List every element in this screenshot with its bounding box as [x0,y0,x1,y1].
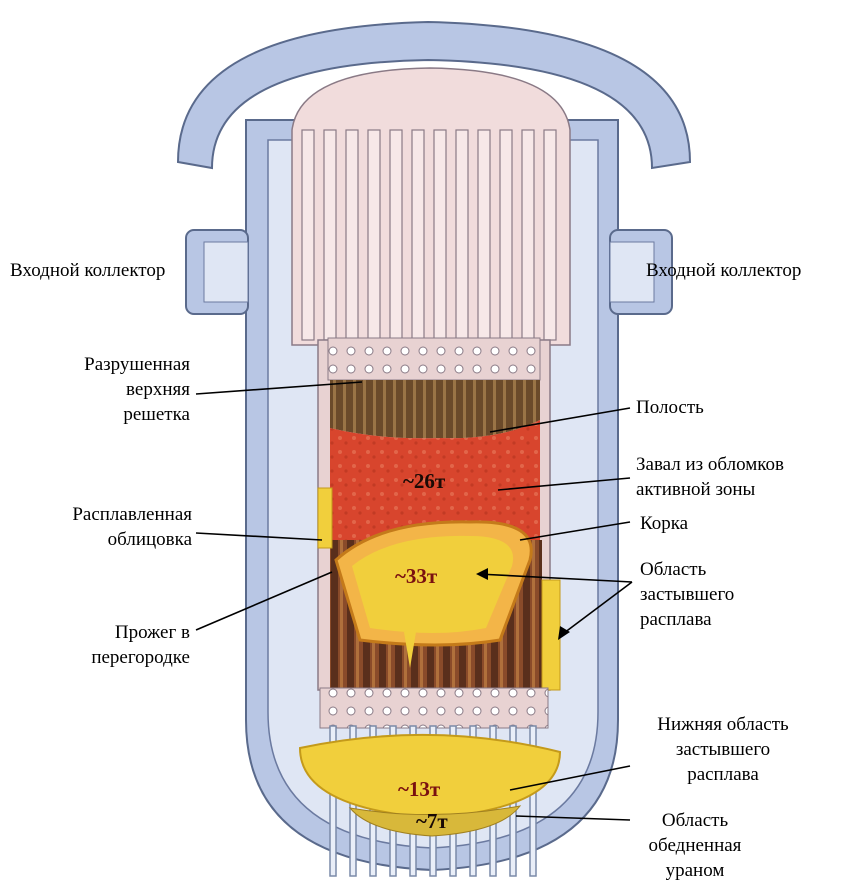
mass-debris: ~26т [403,469,446,493]
label-inlet-left: Входной коллектор [10,258,165,283]
label-debris: Завал из обломков активной зоны [636,452,784,502]
guide-tube [500,130,512,340]
guide-tube [324,130,336,340]
label-upper-grid: Разрушенная верхняя решетка [40,352,190,427]
guide-tube [412,130,424,340]
label-inlet-right: Входной коллектор [646,258,801,283]
guide-tube [522,130,534,340]
guide-tube [456,130,468,340]
guide-tube [390,130,402,340]
guide-tube [346,130,358,340]
guide-tube [434,130,446,340]
guide-tube [544,130,556,340]
baffle-solidified [542,580,560,690]
upper-grid-plate [328,338,540,380]
label-depleted-region: Область обедненная ураном [620,808,770,883]
label-solidified-region: Область застывшего расплава [640,557,734,632]
guide-tube [302,130,314,340]
mass-lower: ~13т [398,777,441,801]
label-lower-solidified: Нижняя область застывшего расплава [628,712,818,787]
guide-tube [368,130,380,340]
upper-internals [292,68,570,345]
label-molten-liner: Расплавленная облицовка [20,502,192,552]
label-burnthrough: Прожег в перегородке [60,620,190,670]
lower-core-plate [320,688,548,728]
guide-tube [478,130,490,340]
molten-liner [318,488,332,548]
label-cavity: Полость [636,395,704,420]
label-crust: Корка [640,511,688,536]
mass-melt: ~33т [395,564,438,588]
mass-depleted: ~7т [416,809,448,833]
inlet-nozzle-left [186,230,248,314]
